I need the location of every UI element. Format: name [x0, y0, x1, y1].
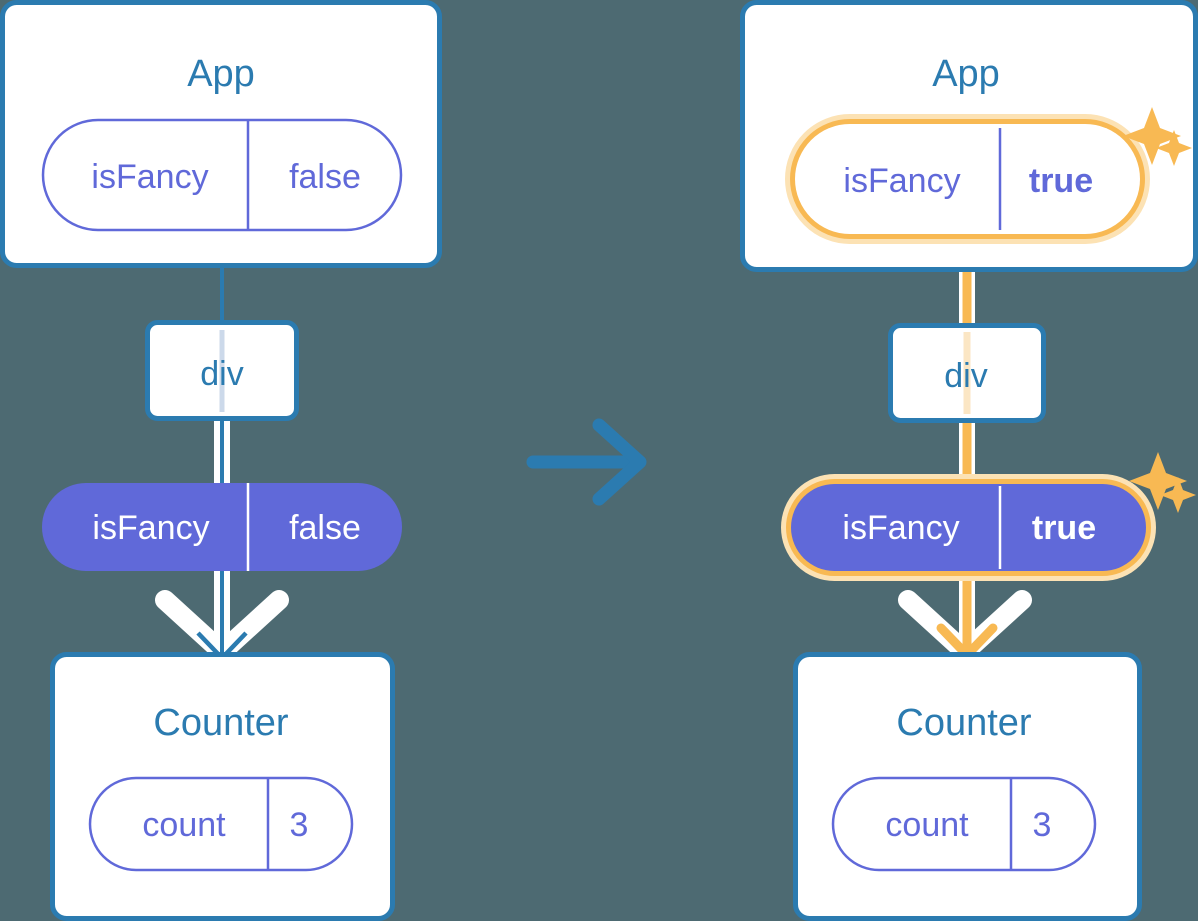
counter-state-pill-name-before: count — [142, 806, 226, 844]
prop-pill-name-before: isFancy — [92, 509, 209, 547]
prop-pill-before: isFancy false — [42, 483, 402, 571]
panel-after: App isFancy true — [740, 0, 1198, 921]
counter-state-pill-before: count 3 — [88, 776, 354, 872]
div-node-after: div — [888, 323, 1046, 423]
panel-before: App isFancy false div isFancy f — [0, 0, 442, 921]
app-state-pill-value-before: false — [289, 158, 361, 196]
sparkle-small-icon-app — [1156, 130, 1192, 166]
div-node-label-after: div — [944, 357, 987, 395]
sparkle-small-icon-prop — [1160, 477, 1196, 513]
app-title-after: App — [932, 53, 1000, 95]
counter-state-pill-after: count 3 — [831, 776, 1097, 872]
counter-state-pill-value-after: 3 — [1033, 806, 1052, 844]
div-node-label-before: div — [200, 355, 243, 393]
sparkle-large-icon-app — [1123, 107, 1181, 165]
prop-pill-value-after: true — [1032, 509, 1096, 547]
counter-state-pill-value-before: 3 — [290, 806, 309, 844]
app-title-before: App — [187, 53, 255, 95]
prop-pill-value-before: false — [289, 509, 361, 547]
sparkle-large-icon-prop — [1129, 452, 1187, 510]
counter-title-before: Counter — [153, 702, 289, 744]
app-state-pill-value-after: true — [1029, 162, 1093, 200]
arrow-right-icon — [526, 418, 647, 506]
app-state-pill-before: isFancy false — [41, 118, 403, 232]
arrow-prop-to-counter-before — [155, 556, 289, 662]
counter-title-after: Counter — [896, 702, 1032, 744]
app-state-pill-name-after: isFancy — [843, 162, 960, 200]
counter-state-pill-name-after: count — [885, 806, 969, 844]
div-node-before: div — [145, 320, 299, 421]
prop-pill-after: isFancy true — [781, 474, 1156, 581]
app-state-pill-after: isFancy true — [785, 114, 1150, 244]
prop-pill-name-after: isFancy — [842, 509, 959, 547]
app-state-pill-name-before: isFancy — [91, 158, 208, 196]
